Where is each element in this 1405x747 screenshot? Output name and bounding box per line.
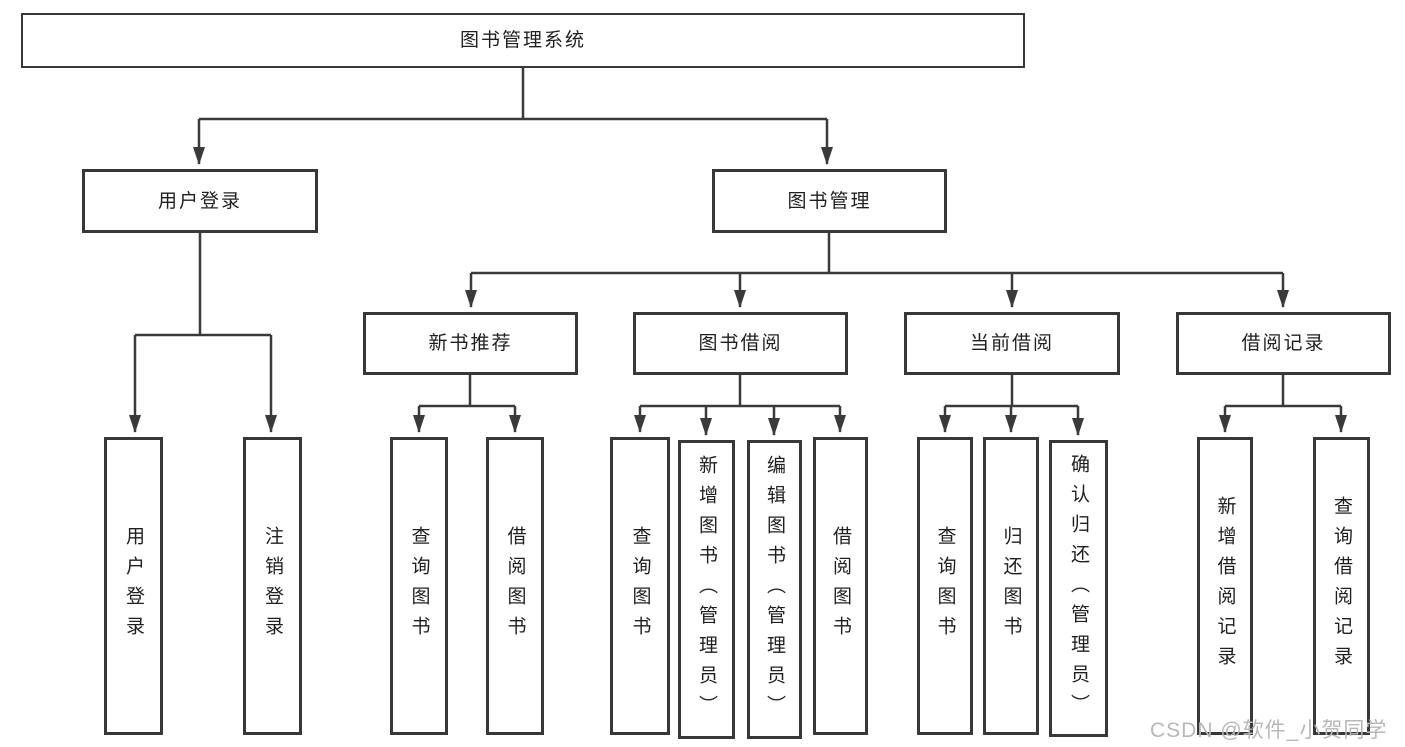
node-new-book-recommend: 新书推荐: [363, 312, 578, 375]
leaf-current-query-books: 查询图书: [917, 437, 973, 735]
leaf-current-confirm-return-admin: 确认归还（管理员）: [1049, 440, 1108, 737]
node-borrow-records: 借阅记录: [1176, 312, 1391, 375]
csdn-watermark: CSDN @软件_小贺同学: [1150, 719, 1388, 742]
leaf-newbook-query-books: 查询图书: [390, 437, 448, 735]
node-root-system: 图书管理系统: [21, 13, 1025, 68]
node-current-borrow: 当前借阅: [904, 312, 1120, 375]
leaf-newbook-borrow-books: 借阅图书: [486, 437, 544, 735]
node-book-management: 图书管理: [712, 169, 947, 233]
leaf-borrow-add-books-admin: 新增图书（管理员）: [678, 440, 735, 739]
leaf-borrow-query-books: 查询图书: [610, 437, 670, 735]
leaf-user-login: 用户登录: [104, 437, 163, 735]
node-user-login: 用户登录: [82, 169, 318, 233]
leaf-records-query-record: 查询借阅记录: [1313, 437, 1370, 735]
leaf-logout: 注销登录: [243, 437, 302, 735]
leaf-borrow-edit-books-admin: 编辑图书（管理员）: [747, 440, 802, 739]
leaf-records-add-record: 新增借阅记录: [1197, 437, 1253, 735]
node-book-borrow: 图书借阅: [633, 312, 848, 375]
leaf-current-return-books: 归还图书: [983, 437, 1039, 735]
leaf-borrow-borrow-books: 借阅图书: [813, 437, 868, 735]
